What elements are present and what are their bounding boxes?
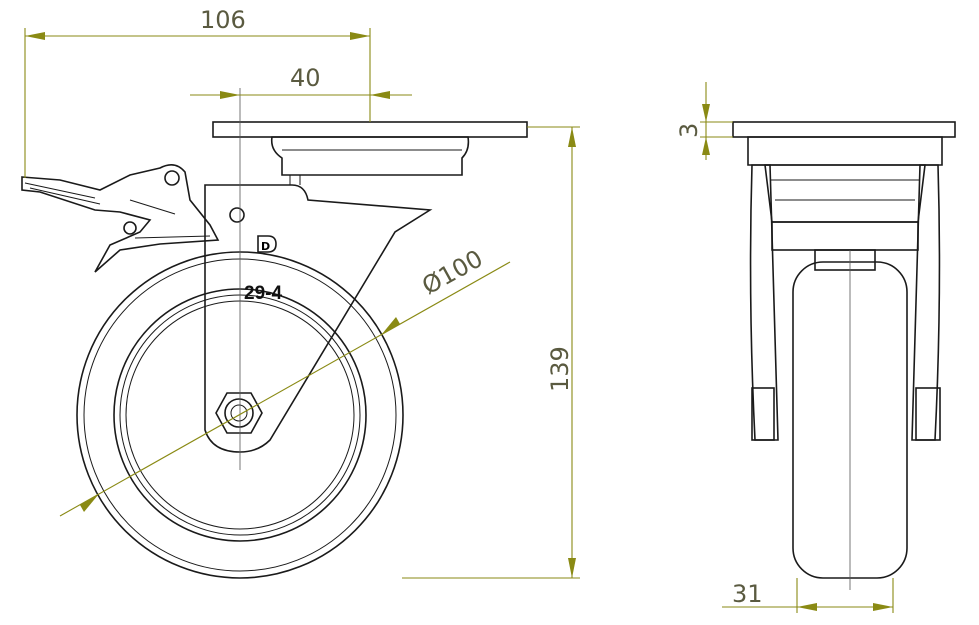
fork: [204, 184, 433, 453]
dimension-3: 3: [675, 82, 733, 160]
axle-nut: [751, 387, 775, 441]
side-view: D 29-4: [21, 88, 528, 579]
swivel-bearing: [270, 136, 470, 176]
logo-letter: D: [261, 240, 270, 253]
dimension-label: 139: [546, 346, 574, 392]
brake-lever: [21, 164, 220, 273]
brake-housing: [764, 164, 926, 223]
swivel-bearing: [747, 136, 943, 166]
dimension-label: 106: [200, 6, 246, 34]
top-plate: [212, 121, 528, 138]
dimension-diameter: Ø100: [59, 244, 511, 517]
pivot: [164, 170, 180, 186]
dimension-106: 106: [24, 6, 371, 178]
dimension-label: Ø100: [417, 244, 487, 300]
dimension-label: 31: [732, 580, 763, 608]
logo: D: [257, 235, 277, 253]
dimension-label: 40: [290, 64, 321, 92]
dimension-label: 3: [675, 123, 703, 138]
rivet: [229, 207, 245, 223]
dimension-40: 40: [190, 64, 412, 99]
top-plate: [732, 121, 956, 138]
dimension-31: 31: [722, 578, 894, 613]
part-code: 29-4: [244, 283, 282, 304]
front-view: [732, 121, 956, 590]
pivot: [123, 221, 137, 235]
dimension-139: 139: [402, 126, 580, 579]
axle-nut: [215, 392, 263, 434]
axle-nut: [915, 387, 941, 441]
